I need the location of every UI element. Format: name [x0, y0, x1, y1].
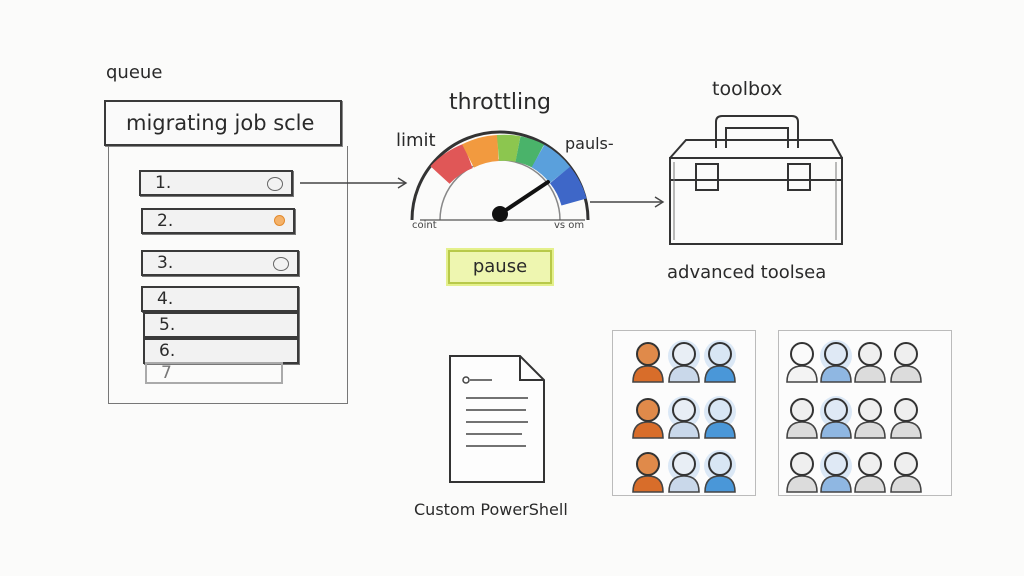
job-label: 4. — [157, 289, 174, 309]
job-label: 7 — [161, 363, 172, 383]
person-icon — [820, 340, 852, 383]
person-icon — [854, 398, 886, 439]
gauge-segment-darkgreen — [515, 136, 545, 168]
gauge-segment-blue — [549, 166, 587, 206]
person-icon — [786, 342, 818, 383]
person-icon — [668, 340, 700, 383]
gauge-segment-green — [496, 134, 521, 162]
person-icon — [704, 340, 736, 383]
job-status-icon — [267, 177, 283, 191]
person-icon — [668, 396, 700, 439]
gauge-left-label: coint — [412, 220, 437, 230]
toolbox-caption: advanced toolsea — [667, 262, 827, 283]
gauge-segment-orange — [462, 135, 500, 168]
person-icon — [820, 450, 852, 493]
job-status-icon — [273, 257, 289, 271]
person-icon — [632, 342, 664, 383]
job-label: 3. — [157, 253, 174, 273]
job-label: 6. — [159, 341, 176, 361]
person-icon — [632, 398, 664, 439]
document-caption: Custom PowerShell — [414, 500, 568, 519]
person-icon — [890, 398, 922, 439]
arrowhead — [654, 196, 665, 208]
queue-job-row[interactable]: 1. — [139, 170, 293, 196]
throttle-gauge[interactable]: coint vs om — [400, 120, 600, 230]
gauge-right-label: vs om — [554, 220, 584, 230]
limit-label: limit — [396, 130, 436, 151]
person-icon — [854, 342, 886, 383]
gauge-segment-lightblue — [531, 144, 571, 184]
arrowhead — [397, 177, 408, 189]
job-label: 2. — [157, 211, 174, 231]
person-icon — [854, 452, 886, 493]
gauge-segment-red — [430, 143, 474, 185]
person-icon — [668, 450, 700, 493]
person-icon — [786, 452, 818, 493]
throttling-label: throttling — [449, 90, 551, 115]
queue-title: migrating job scle — [104, 100, 342, 146]
team-grids — [632, 340, 922, 493]
person-icon — [786, 398, 818, 439]
queue-job-row[interactable]: 7 — [145, 362, 283, 384]
job-label: 5. — [159, 315, 176, 335]
person-icon — [704, 450, 736, 493]
document-icon — [449, 355, 545, 483]
pause-top-label: pauls- — [565, 134, 614, 153]
queue-job-row[interactable]: 5. — [143, 312, 299, 338]
person-icon — [820, 396, 852, 439]
queue-job-row[interactable]: 3. — [141, 250, 299, 276]
queue-job-row[interactable]: 2. — [141, 208, 295, 234]
person-icon — [890, 452, 922, 493]
job-status-icon — [274, 215, 285, 226]
gauge-needle — [498, 180, 550, 216]
pause-button[interactable]: pause — [448, 250, 552, 284]
gauge-hub — [492, 206, 508, 222]
queue-label: queue — [106, 62, 163, 83]
person-icon — [704, 396, 736, 439]
queue-job-row[interactable]: 4. — [141, 286, 299, 312]
toolbox-icon — [669, 115, 843, 245]
person-icon — [890, 342, 922, 383]
person-icon — [632, 452, 664, 493]
job-label: 1. — [155, 173, 172, 193]
toolbox-label: toolbox — [712, 78, 783, 100]
queue-panel: 1. 2. 3. 4. 5. 6. 7 — [108, 146, 348, 404]
